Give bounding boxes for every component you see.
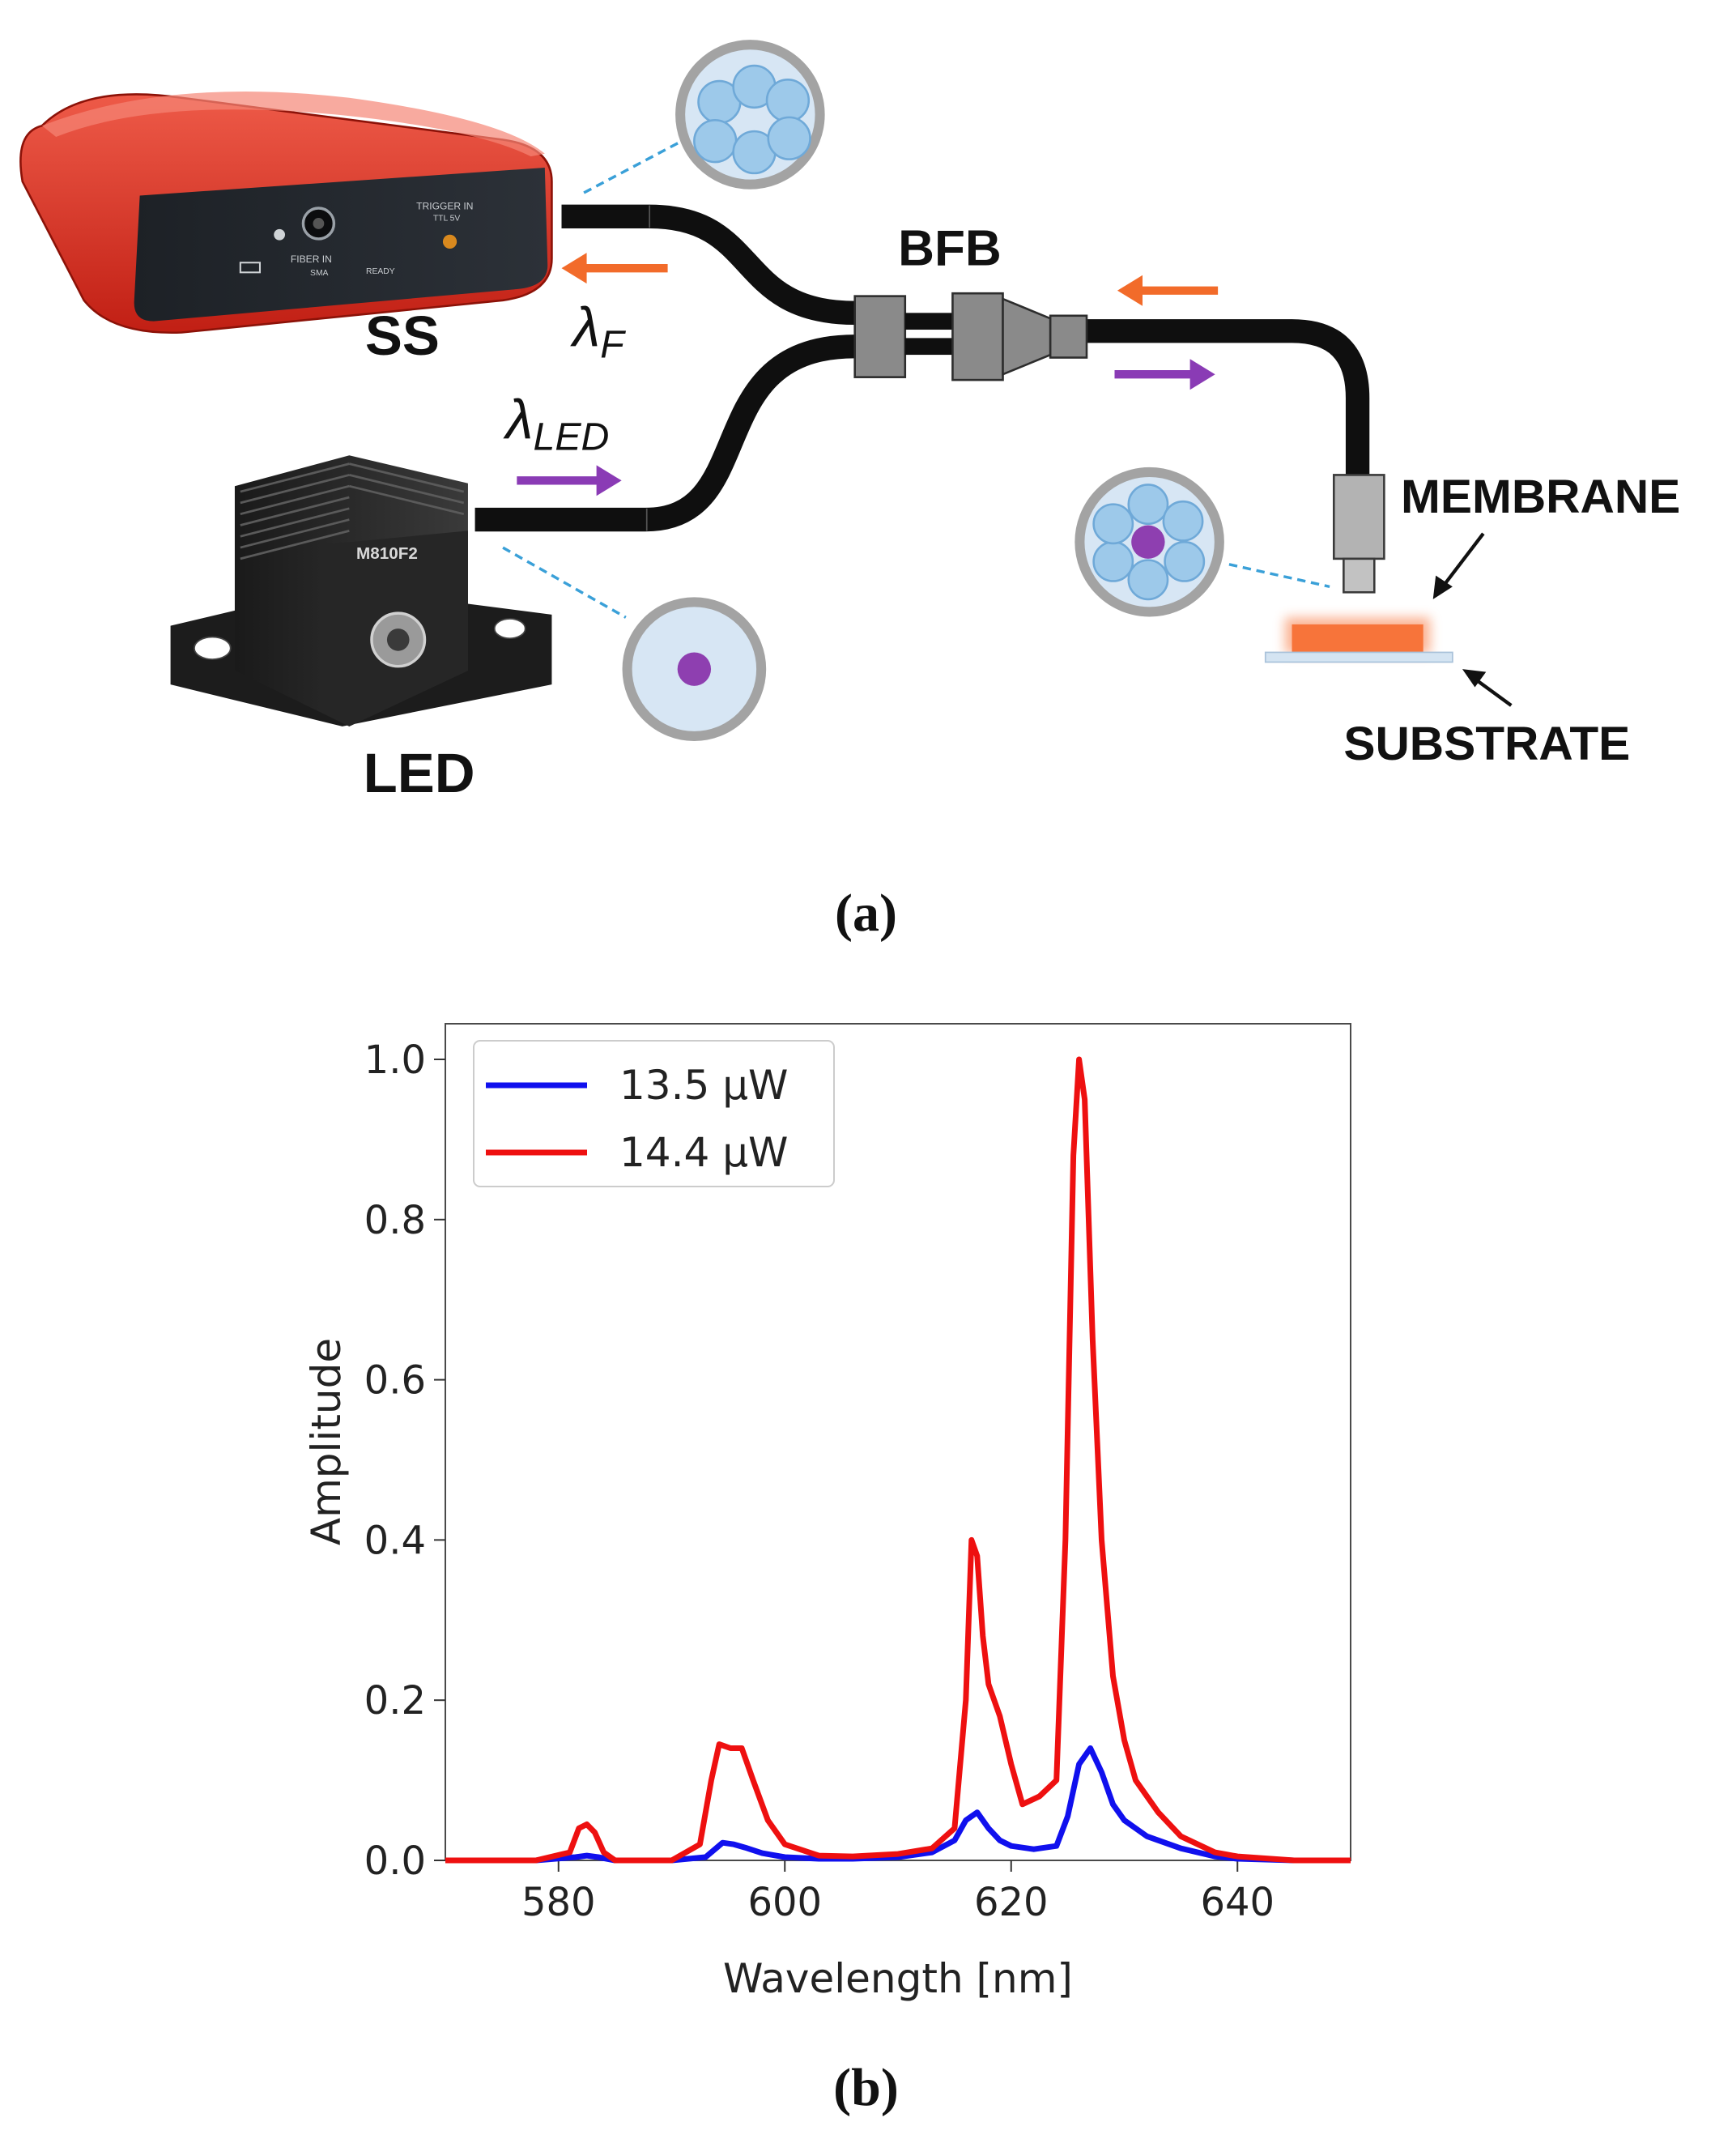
membrane-label: MEMBRANE (1401, 471, 1680, 523)
lambda-led-label: λLED (503, 389, 610, 459)
y-axis: 0.0 0.2 0.4 0.6 0.8 1.0 (364, 1038, 445, 1884)
led-fiber-cross-section (502, 546, 767, 741)
lambda-f-label: λF (569, 296, 626, 367)
membrane-arrowhead-icon (1432, 575, 1453, 599)
x-tick-label: 600 (747, 1880, 822, 1925)
y-tick-label: 1.0 (364, 1038, 426, 1083)
ss-label: SS (365, 305, 440, 367)
caption-a: (a) (835, 884, 897, 943)
fluorescence-return-arrow-icon (1117, 275, 1219, 306)
spectrum-chart: 0.0 0.2 0.4 0.6 0.8 1.0 580 600 620 640 Waveleng… (303, 1023, 1351, 2002)
substrate-layer (1264, 651, 1453, 663)
led-device: M810F2 (170, 455, 552, 726)
ss-sma-text: SMA (310, 269, 328, 278)
x-tick-label: 640 (1200, 1880, 1275, 1925)
bfb-label: BFB (898, 221, 1002, 277)
series-lines (445, 1056, 1351, 1864)
setup-diagram: FIBER IN SMA READY TRIGGER IN TTL 5V SS … (19, 40, 1680, 804)
led-model-text: M810F2 (356, 544, 418, 563)
ss-trigger-in-text: TRIGGER IN (416, 201, 473, 212)
led-arrow-icon (517, 465, 622, 496)
legend: 13.5 µW 14.4 µW (473, 1040, 835, 1187)
fiber-bundle (474, 204, 1370, 532)
x-tick-label: 620 (974, 1880, 1049, 1925)
ss-fiber-cross-section (583, 40, 825, 194)
ss-ttl-text: TTL 5V (433, 215, 461, 224)
x-axis: 580 600 620 640 (521, 1860, 1275, 1925)
substrate-label: SUBSTRATE (1343, 718, 1630, 770)
x-axis-label: Wavelength [nm] (723, 1955, 1073, 2002)
caption-b: (b) (833, 2058, 899, 2117)
spectrometer-device: FIBER IN SMA READY TRIGGER IN TTL 5V (19, 91, 553, 334)
led-forward-arrow-icon (1114, 359, 1215, 390)
ss-fiber-in-text: FIBER IN (291, 254, 332, 265)
x-tick-label: 580 (521, 1880, 596, 1925)
membrane-layer (1292, 624, 1423, 653)
bfb-connector (853, 292, 1088, 381)
y-tick-label: 0.0 (364, 1839, 426, 1884)
ss-ready-text: READY (366, 267, 395, 276)
legend-label-13-5: 13.5 µW (619, 1062, 788, 1109)
y-tick-label: 0.8 (364, 1198, 426, 1243)
fluorescence-arrow-icon (561, 253, 668, 284)
led-label: LED (364, 742, 475, 804)
probe-fiber-cross-section (1075, 467, 1330, 617)
substrate-arrowhead-icon (1462, 669, 1487, 688)
series-line-14-4uw (445, 1056, 1351, 1864)
y-axis-label: Amplitude (303, 1338, 350, 1545)
y-tick-label: 0.2 (364, 1678, 426, 1724)
probe-tip (1332, 474, 1385, 594)
y-tick-label: 0.4 (364, 1518, 426, 1563)
y-tick-label: 0.6 (364, 1358, 426, 1404)
legend-label-14-4: 14.4 µW (619, 1129, 788, 1176)
